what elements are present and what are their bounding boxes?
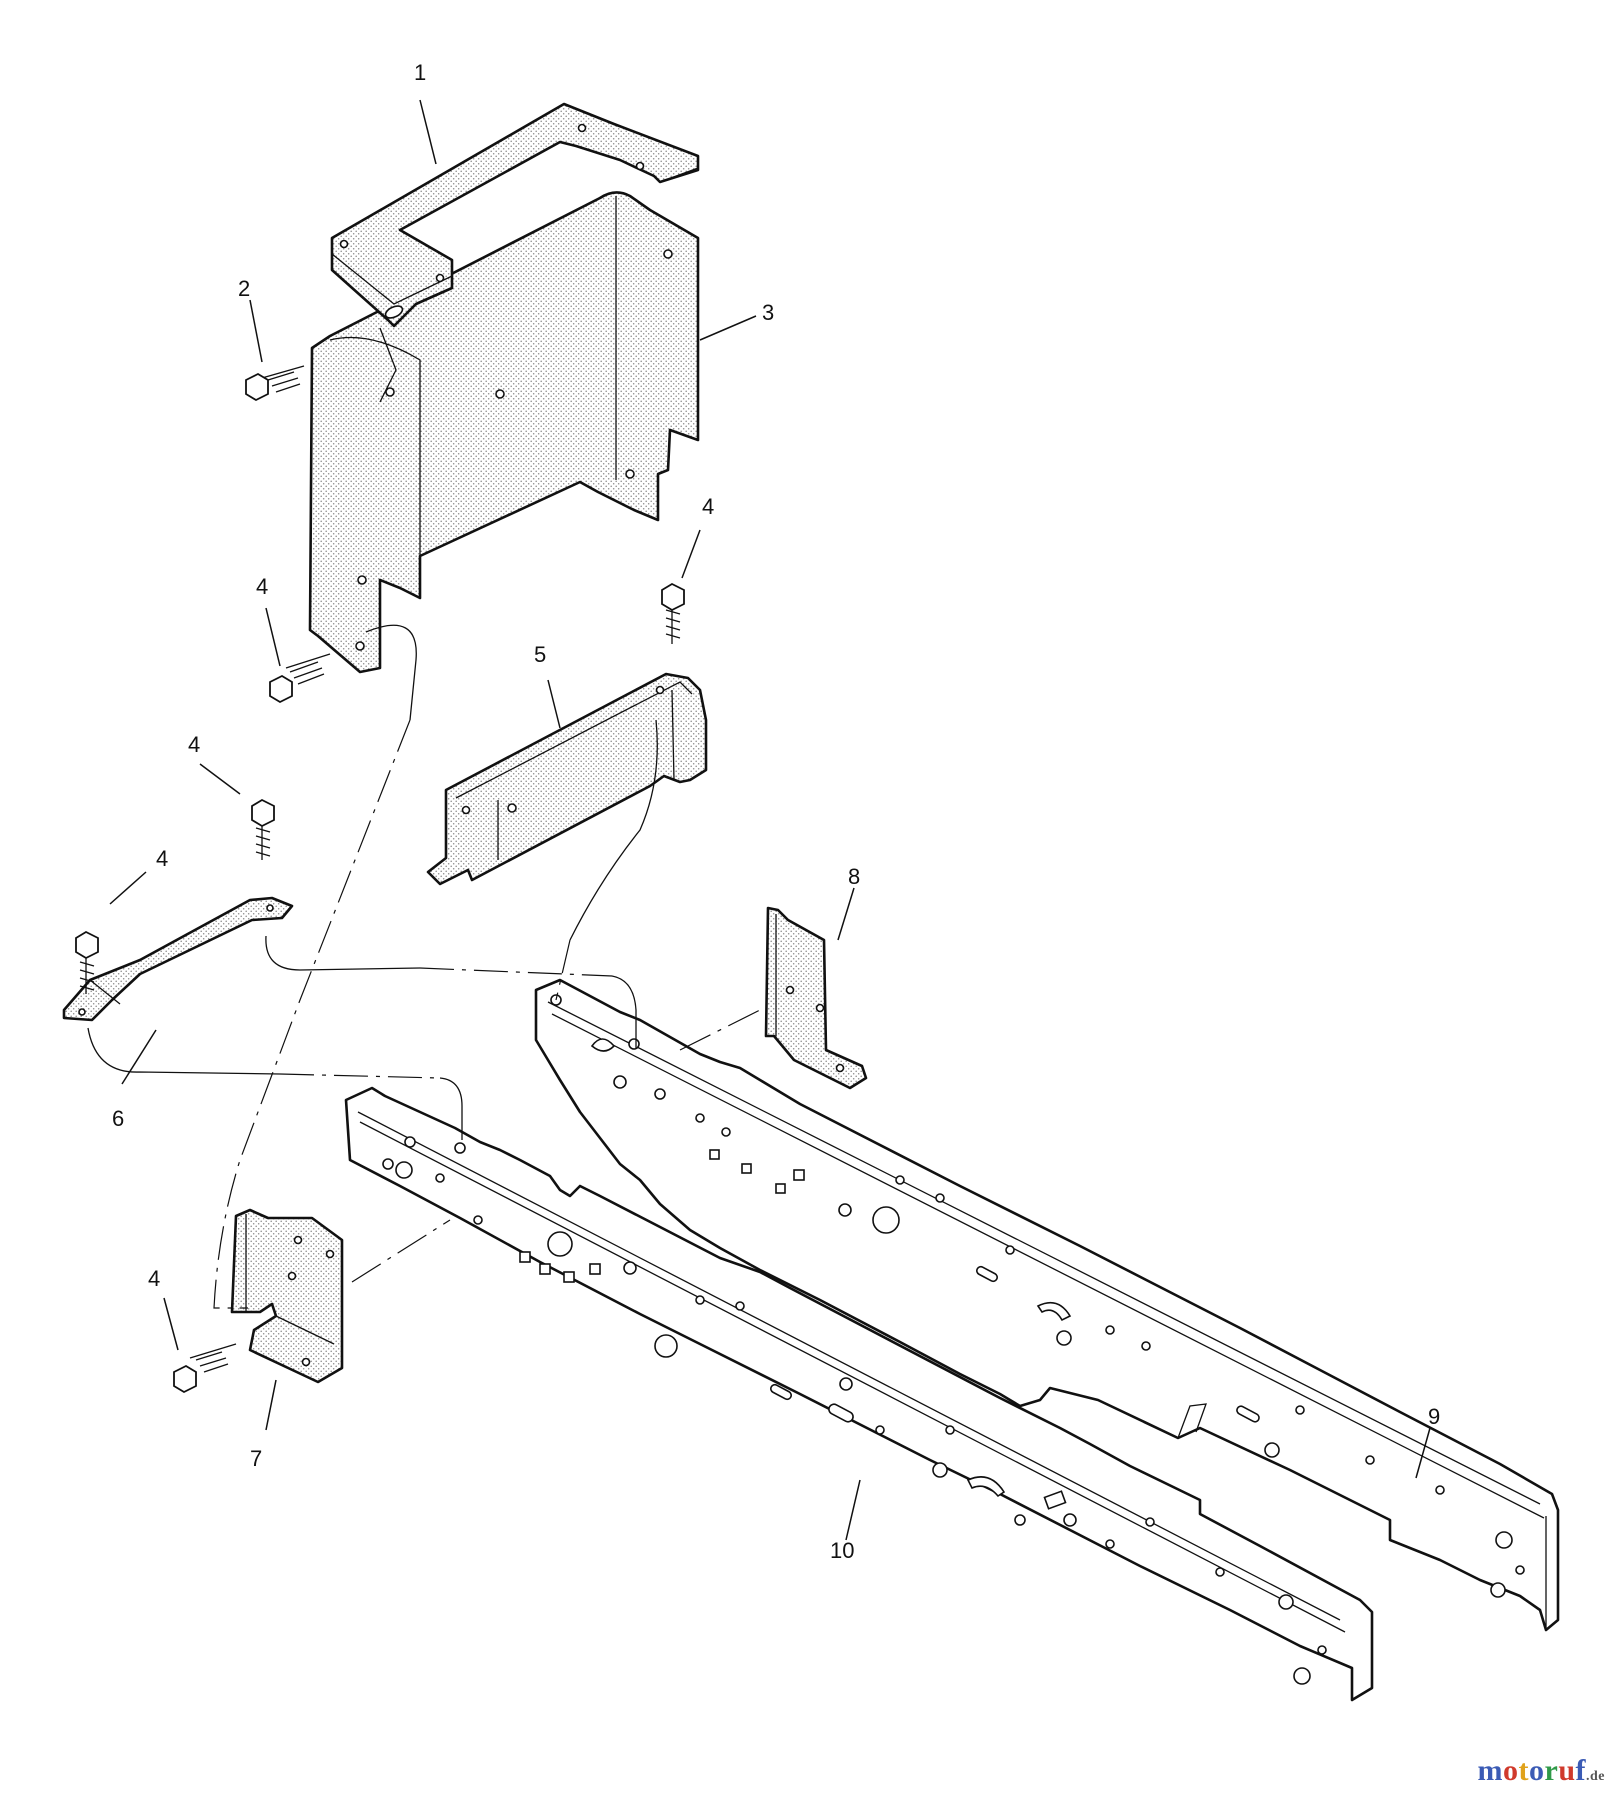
logo-letter: t bbox=[1518, 1754, 1529, 1787]
logo-letter: o bbox=[1528, 1754, 1545, 1787]
callout-1: 1 bbox=[414, 60, 426, 85]
part-6-brace-strap bbox=[62, 896, 294, 1022]
part-10-frame-rail bbox=[344, 1086, 1374, 1702]
bolt-part-4-d bbox=[75, 930, 99, 994]
part-1-top-bracket bbox=[330, 102, 700, 328]
callout-4-lower-left: 4 bbox=[148, 1266, 160, 1291]
callout-6: 6 bbox=[112, 1106, 124, 1131]
callout-4-upper-right: 4 bbox=[702, 494, 714, 519]
logo-suffix: .de bbox=[1586, 1769, 1605, 1784]
part-8-side-bracket bbox=[764, 906, 868, 1090]
bolt-part-4-a bbox=[269, 653, 331, 704]
logo-letter: o bbox=[1502, 1754, 1519, 1787]
bolt-part-4-e bbox=[173, 1343, 237, 1394]
callout-3: 3 bbox=[762, 300, 774, 325]
leader-lines bbox=[109, 99, 1431, 1541]
motoruf-logo: motoruf.de bbox=[1477, 1754, 1605, 1788]
callout-5: 5 bbox=[534, 642, 546, 667]
callout-4-middle-left: 4 bbox=[188, 732, 200, 757]
bolt-part-4-c bbox=[251, 798, 275, 860]
callout-4-upper-left: 4 bbox=[256, 574, 268, 599]
callout-7: 7 bbox=[250, 1446, 262, 1471]
part-5-mid-bracket bbox=[426, 672, 708, 886]
part-9-frame-rail bbox=[534, 978, 1560, 1632]
logo-letter: u bbox=[1558, 1754, 1576, 1787]
callout-9: 9 bbox=[1428, 1404, 1440, 1429]
part-7-lower-bracket bbox=[230, 1208, 344, 1384]
assembly-lines bbox=[87, 327, 761, 1309]
bolt-part-2 bbox=[245, 365, 305, 402]
logo-letter: r bbox=[1544, 1754, 1559, 1787]
callout-2: 2 bbox=[238, 276, 250, 301]
bolt-part-4-b bbox=[661, 582, 685, 644]
callout-10: 10 bbox=[830, 1538, 854, 1563]
callout-labels: 1 2 3 4 4 4 4 4 5 6 7 8 9 10 bbox=[112, 60, 1440, 1563]
callout-4-left: 4 bbox=[156, 846, 168, 871]
logo-letter: f bbox=[1575, 1754, 1586, 1787]
callout-8: 8 bbox=[848, 864, 860, 889]
logo-letter: m bbox=[1477, 1754, 1503, 1787]
